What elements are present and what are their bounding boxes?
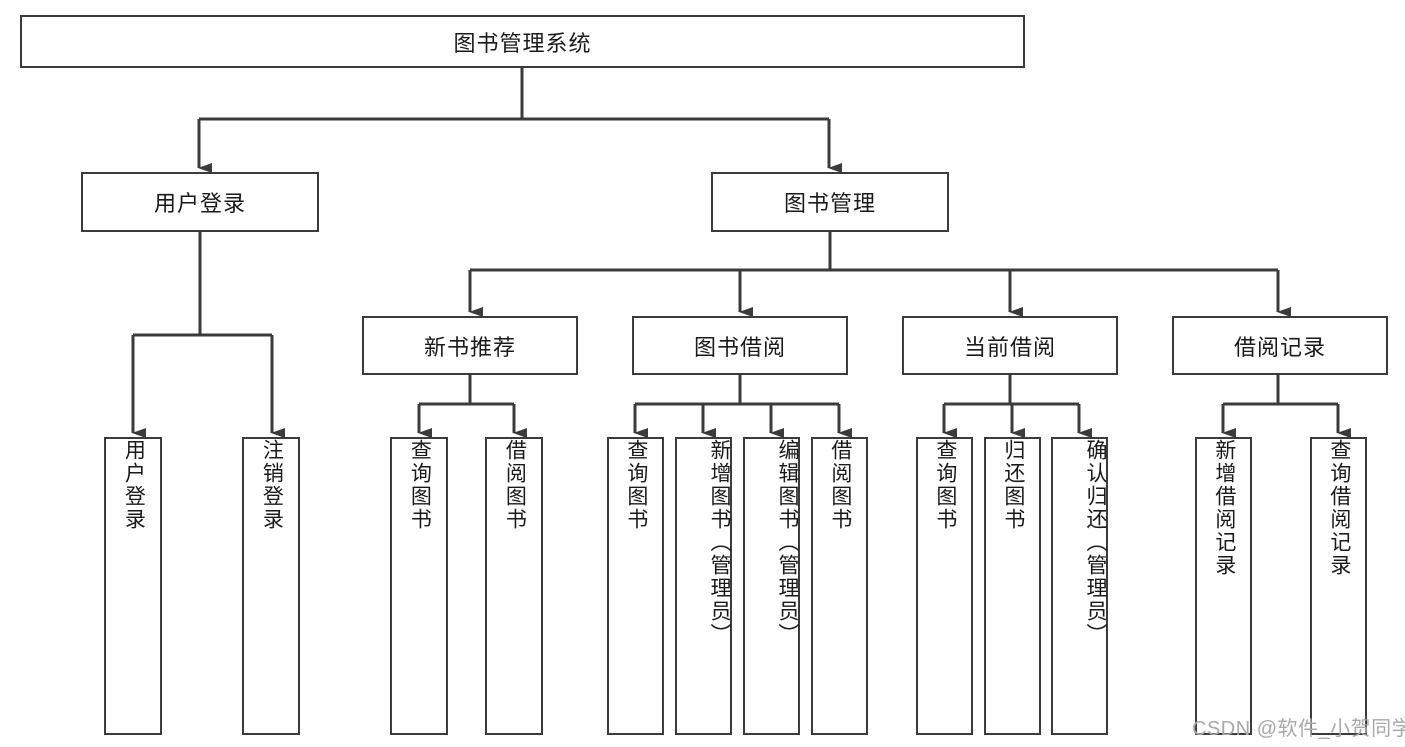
node-edit-book-admin[interactable]: 编辑图书（管理员）	[743, 437, 800, 735]
node-new-book-recommend[interactable]: 新书推荐	[362, 316, 578, 375]
node-book-borrow[interactable]: 图书借阅	[632, 316, 848, 375]
node-query-book-3-label: 查询图书	[933, 439, 957, 531]
node-query-book-1[interactable]: 查询图书	[390, 437, 448, 735]
node-borrow-book-2[interactable]: 借阅图书	[811, 437, 868, 735]
node-user-login-label: 用户登录	[153, 191, 246, 216]
node-current-borrow-label: 当前借阅	[963, 334, 1056, 360]
node-add-borrow-record-label: 新增借阅记录	[1212, 439, 1236, 577]
node-root[interactable]: 图书管理系统	[20, 15, 1025, 68]
node-add-borrow-record[interactable]: 新增借阅记录	[1195, 437, 1252, 735]
node-user-login-do[interactable]: 用户登录	[104, 437, 162, 735]
node-confirm-return-admin-label: 确认归还（管理员）	[1084, 439, 1107, 646]
node-query-book-2[interactable]: 查询图书	[607, 437, 664, 735]
watermark-text: CSDN @软件_小贺同学	[1192, 718, 1405, 740]
node-query-book-2-label: 查询图书	[624, 439, 648, 531]
node-user-logout[interactable]: 注销登录	[242, 437, 300, 735]
node-query-book-3[interactable]: 查询图书	[916, 437, 973, 735]
node-return-book[interactable]: 归还图书	[984, 437, 1041, 735]
node-confirm-return-admin[interactable]: 确认归还（管理员）	[1051, 437, 1108, 735]
node-user-logout-label: 注销登录	[260, 439, 284, 531]
node-new-book-recommend-label: 新书推荐	[423, 334, 516, 360]
node-query-borrow-record[interactable]: 查询借阅记录	[1310, 437, 1367, 735]
node-borrow-book-1[interactable]: 借阅图书	[485, 437, 543, 735]
node-root-label: 图书管理系统	[453, 30, 592, 56]
node-query-book-1-label: 查询图书	[408, 439, 432, 531]
node-add-book-admin[interactable]: 新增图书（管理员）	[675, 437, 732, 735]
node-query-borrow-record-label: 查询借阅记录	[1327, 439, 1351, 577]
node-current-borrow[interactable]: 当前借阅	[902, 316, 1118, 375]
node-borrow-record[interactable]: 借阅记录	[1172, 316, 1388, 375]
node-borrow-record-label: 借阅记录	[1233, 334, 1326, 360]
node-borrow-book-1-label: 借阅图书	[503, 439, 527, 531]
node-book-borrow-label: 图书借阅	[693, 334, 786, 360]
node-book-manage[interactable]: 图书管理	[711, 172, 949, 232]
node-book-manage-label: 图书管理	[783, 191, 876, 216]
node-user-login-do-label: 用户登录	[122, 439, 146, 531]
node-user-login[interactable]: 用户登录	[81, 172, 319, 232]
node-return-book-label: 归还图书	[1001, 439, 1025, 531]
node-borrow-book-2-label: 借阅图书	[828, 439, 852, 531]
node-add-book-admin-label: 新增图书（管理员）	[708, 439, 731, 646]
node-edit-book-admin-label: 编辑图书（管理员）	[776, 439, 799, 646]
